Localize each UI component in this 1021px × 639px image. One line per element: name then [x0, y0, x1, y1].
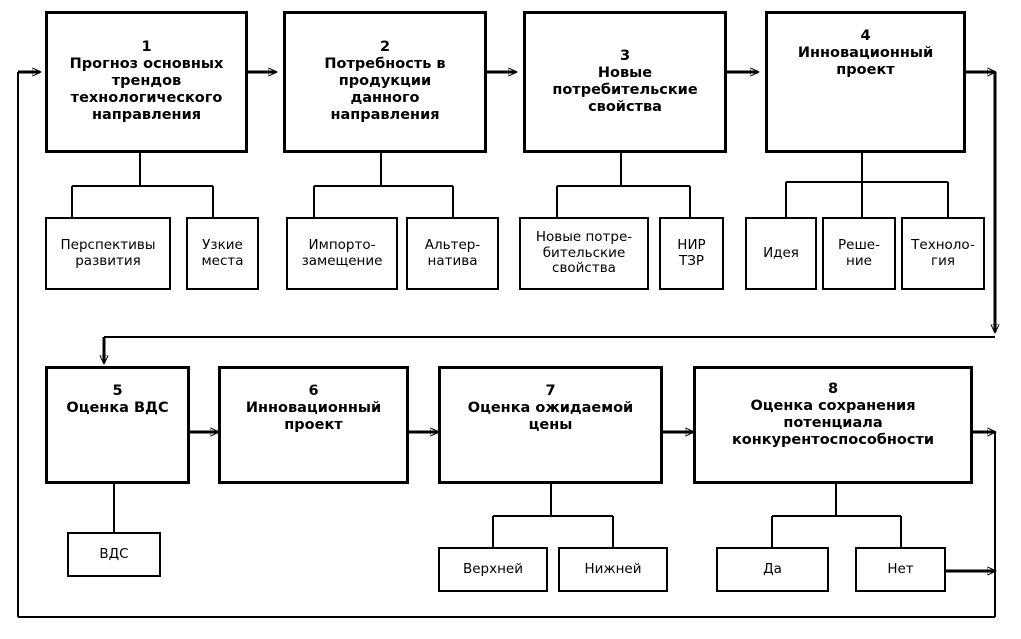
process-box-3[interactable]: 3 Новые потребительские свойства — [523, 11, 727, 153]
process-box-5-label: Оценка ВДС — [66, 399, 169, 416]
sub-box-novye-potrebitelskie-svoystva[interactable]: Новые потре- бительские свойства — [519, 217, 649, 290]
sub-box-uzkie-mesta[interactable]: Узкие места — [186, 217, 259, 290]
process-box-4-number: 4 — [860, 28, 871, 44]
process-box-2-label: Потребность в продукции данного направле… — [324, 56, 446, 124]
sub-box-uzkie-mesta-label: Узкие места — [201, 236, 244, 269]
process-box-6-label: Инновационный проект — [245, 399, 382, 433]
process-box-5-number: 5 — [112, 383, 123, 399]
sub-box-ideya-label: Идея — [763, 244, 799, 261]
process-box-6[interactable]: 6 Инновационный проект — [218, 366, 409, 484]
sub-box-alternativa[interactable]: Альтер- натива — [406, 217, 499, 290]
sub-box-perspektivy-razvitiya[interactable]: Перспективы развития — [45, 217, 171, 290]
sub-box-importozameshchenie[interactable]: Импорто- замещение — [286, 217, 398, 290]
sub-box-alternativa-label: Альтер- натива — [424, 236, 481, 269]
process-box-5[interactable]: 5 Оценка ВДС — [45, 366, 190, 484]
process-box-3-number: 3 — [619, 48, 631, 64]
process-box-3-label: Новые потребительские свойства — [552, 64, 698, 115]
process-box-8-label: Оценка сохранения потенциала конкурентос… — [731, 397, 935, 448]
sub-box-tekhnologiya[interactable]: Технолo- гия — [901, 217, 985, 290]
sub-box-nir-tzr-label: НИР ТЗР — [677, 236, 706, 269]
process-box-8-number: 8 — [827, 381, 839, 397]
process-box-2[interactable]: 2 Потребность в продукции данного направ… — [283, 11, 487, 153]
sub-box-reshenie-label: Реше- ние — [838, 236, 880, 269]
sub-box-reshenie[interactable]: Реше- ние — [822, 217, 896, 290]
process-box-7-number: 7 — [545, 383, 556, 399]
process-box-1[interactable]: 1 Прогноз основных трендов технологическ… — [45, 11, 248, 153]
sub-box-net[interactable]: Нет — [855, 547, 946, 592]
sub-box-perspektivy-razvitiya-label: Перспективы развития — [60, 236, 156, 269]
sub-box-ideya[interactable]: Идея — [745, 217, 817, 290]
sub-box-vds[interactable]: ВДС — [67, 532, 161, 577]
process-box-7[interactable]: 7 Оценка ожидаемой цены — [438, 366, 663, 484]
sub-box-vds-label: ВДС — [99, 545, 129, 562]
sub-box-importozameshchenie-label: Импорто- замещение — [301, 236, 383, 269]
process-box-6-number: 6 — [308, 383, 319, 399]
sub-box-tekhnologiya-label: Технолo- гия — [911, 236, 975, 269]
process-box-4-label: Инновационный проект — [797, 44, 934, 78]
process-box-7-label: Оценка ожидаемой цены — [467, 399, 634, 433]
sub-box-nizhney-label: Нижней — [584, 560, 642, 577]
sub-box-nir-tzr[interactable]: НИР ТЗР — [659, 217, 724, 290]
sub-box-novye-potrebitelskie-svoystva-label: Новые потре- бительские свойства — [535, 228, 633, 277]
sub-box-net-label: Нет — [887, 560, 914, 577]
process-box-1-number: 1 — [141, 39, 152, 56]
process-box-1-label: Прогноз основных трендов технологическог… — [69, 56, 224, 124]
sub-box-nizhney[interactable]: Нижней — [558, 547, 668, 592]
sub-box-verkhney[interactable]: Верхней — [438, 547, 548, 592]
process-box-4[interactable]: 4 Инновационный проект — [765, 11, 966, 153]
process-box-2-number: 2 — [379, 39, 391, 56]
sub-box-da[interactable]: Да — [716, 547, 829, 592]
sub-box-verkhney-label: Верхней — [462, 560, 524, 577]
sub-box-da-label: Да — [763, 560, 782, 577]
process-box-8[interactable]: 8 Оценка сохранения потенциала конкурент… — [693, 366, 973, 484]
